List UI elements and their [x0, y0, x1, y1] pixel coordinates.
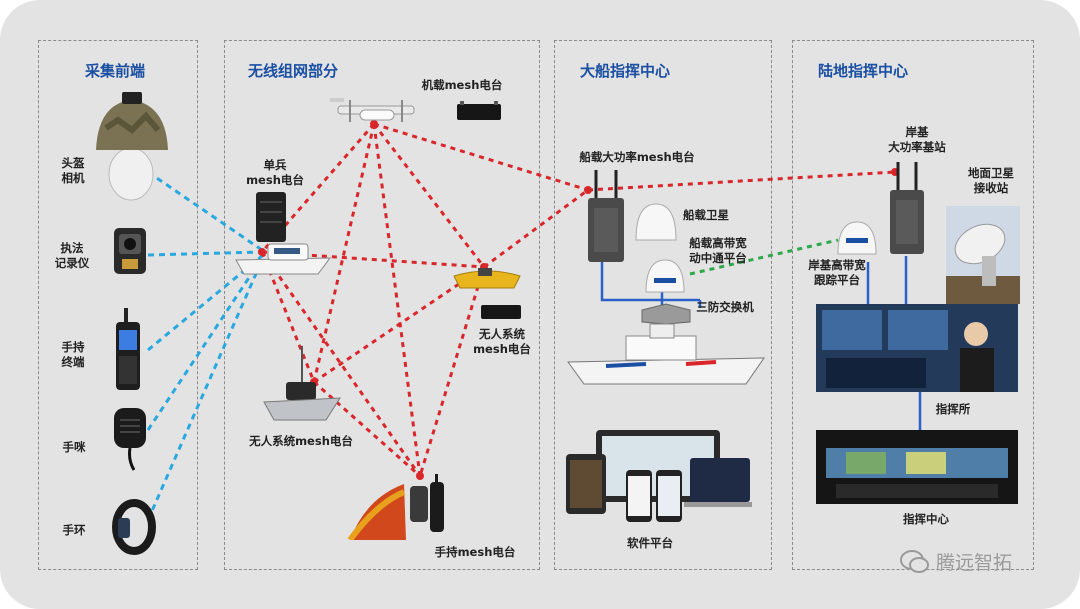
label-ground-satellite: 地面卫星 接收站: [968, 166, 1014, 195]
label-hand-mic: 手咪: [62, 440, 86, 454]
backpack-radio-icon: [256, 192, 286, 242]
satellite-dome-icon: [645, 259, 685, 293]
section-title-ship: 大船指挥中心: [580, 62, 671, 80]
label-unmanned-radio: 无人系统 mesh电台: [473, 327, 531, 356]
label-command-center: 指挥中心: [903, 512, 949, 526]
label-helmet-camera: 头盔 相机: [61, 156, 85, 185]
satellite-dish-icon: [946, 206, 1020, 304]
monitor-wall-icon: [816, 304, 1018, 392]
section-title-collect: 采集前端: [85, 62, 146, 80]
label-shore-tracking: 岸基高带宽 跟踪平台: [808, 258, 866, 287]
helmet-camera-icon: [96, 92, 168, 201]
boat-icon: [235, 243, 332, 275]
label-handheld-terminal: 手持 终端: [61, 340, 85, 369]
hand-mic-icon: [114, 408, 146, 471]
radio-box-icon: [890, 162, 924, 254]
handheld-terminal-icon: [116, 308, 140, 390]
label-soldier-radio: 单兵 mesh电台: [246, 158, 304, 187]
wechat-icon: [900, 549, 929, 573]
watermark: 腾远智拓: [900, 548, 1012, 575]
label-uav-radio: 机载mesh电台: [421, 78, 503, 92]
radio-box-icon: [457, 101, 501, 120]
label-shore-station: 岸基 大功率基站: [888, 125, 946, 154]
ship-icon: [567, 323, 765, 385]
software-platform-icon: [566, 430, 752, 522]
label-ship-radio: 船载大功率mesh电台: [579, 150, 695, 164]
usv-icon: [453, 268, 521, 289]
wrist-band-icon: [112, 499, 156, 555]
label-usv-radio: 无人系统mesh电台: [249, 434, 353, 448]
body-camera-icon: [114, 228, 146, 274]
label-wrist-band: 手环: [62, 523, 86, 537]
label-handheld-radio: 手持mesh电台: [434, 545, 516, 559]
watermark-text: 腾远智拓: [936, 552, 1013, 574]
radio-box-icon: [588, 170, 624, 262]
satellite-dome-icon: [635, 203, 677, 241]
label-switch: 三防交换机: [696, 300, 754, 314]
radio-box-icon: [481, 305, 521, 319]
boat-icon: [263, 346, 341, 421]
satellite-dome-icon: [837, 221, 877, 255]
section-ship-command: [554, 40, 772, 570]
section-title-wireless: 无线组网部分: [248, 62, 339, 80]
label-command-post: 指挥所: [935, 402, 971, 416]
label-software-platform: 软件平台: [627, 536, 673, 550]
section-title-land: 陆地指挥中心: [818, 62, 909, 80]
label-ship-broadband: 船载高带宽 动中通平台: [689, 236, 747, 265]
drone-icon: [330, 98, 415, 122]
switch-icon: [641, 303, 691, 325]
label-recorder: 执法 记录仪: [54, 241, 90, 270]
label-ship-satellite: 船载卫星: [683, 208, 729, 222]
handheld-radio-scene-icon: [347, 474, 444, 540]
monitor-wall-icon: [816, 430, 1018, 504]
